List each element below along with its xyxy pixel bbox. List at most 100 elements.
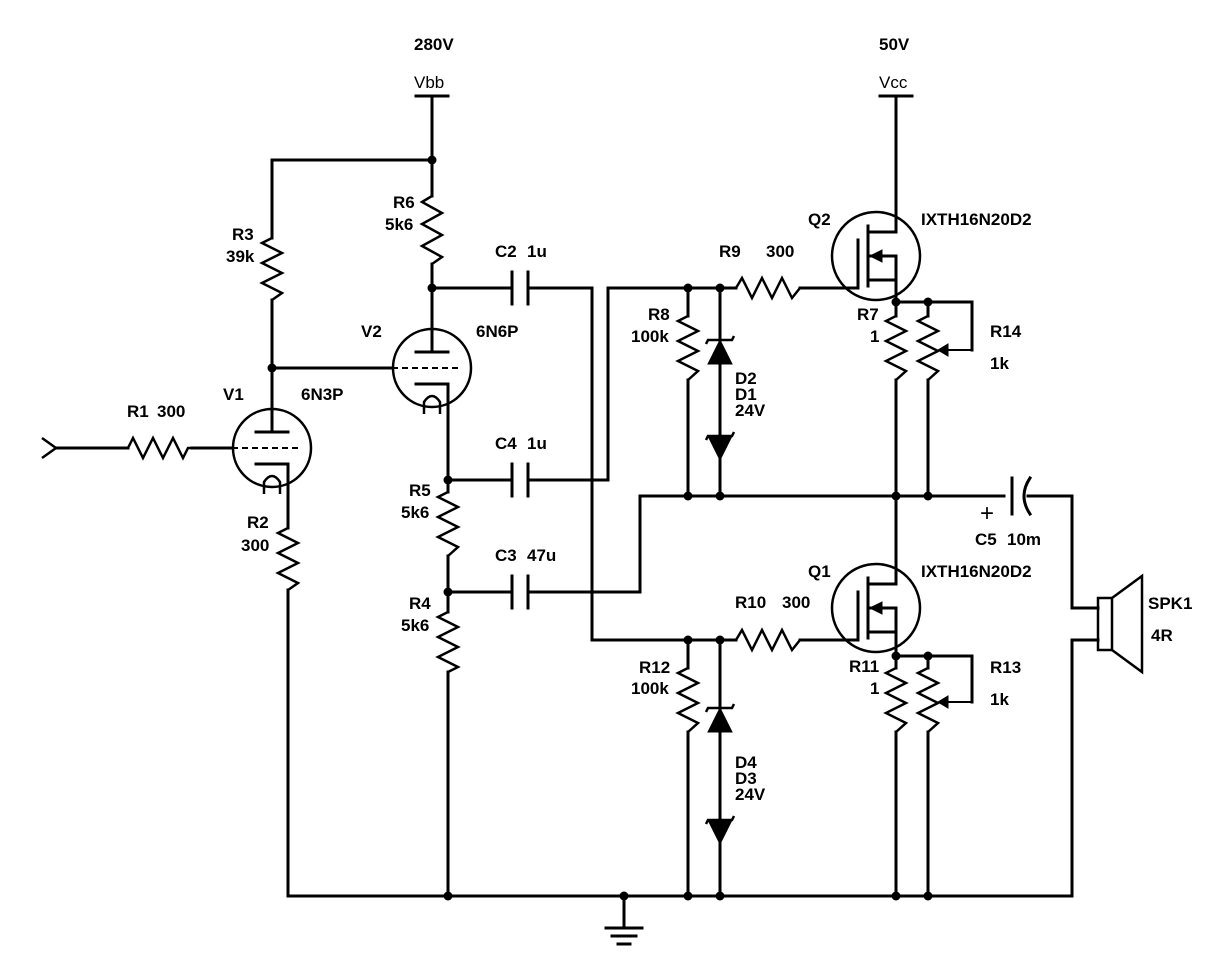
r14-wiper-arrow [937, 343, 949, 357]
resistor-r5 [435, 490, 461, 557]
junction-dot [619, 891, 629, 901]
v1-type-label: 6N3P [301, 385, 344, 404]
capacitor-c5-curved-plate [1022, 475, 1033, 517]
zener-d4 [707, 706, 733, 733]
junction-dot [923, 651, 933, 661]
c2-value-label: 1u [527, 242, 547, 261]
c4-value-label: 1u [527, 434, 547, 453]
resistor-r3 [259, 236, 285, 302]
r1-value-label: 300 [157, 402, 185, 421]
d2-ref-label: D2 [735, 369, 757, 388]
junction-dot [443, 475, 453, 485]
v2-ref-label: V2 [361, 322, 382, 341]
junction-dot [923, 891, 933, 901]
junction-dot [683, 283, 693, 293]
r2-ref-label: R2 [247, 513, 269, 532]
resistor-r10 [734, 627, 801, 653]
r7-ref-label: R7 [857, 305, 879, 324]
junction-dot [923, 491, 933, 501]
c2-ref-label: C2 [495, 242, 517, 261]
tube-v2 [391, 327, 473, 414]
junction-dot [715, 283, 725, 293]
r11-ref-label: R11 [849, 657, 879, 676]
zener-d3 [707, 819, 733, 846]
junction-dot [891, 891, 901, 901]
spk1-impedance-label: 4R [1151, 626, 1173, 645]
r8-value-label: 100k [631, 327, 669, 346]
junction-dot [715, 635, 725, 645]
mosfet-q2 [830, 210, 922, 302]
ground-symbol [604, 926, 644, 946]
v2-type-label: 6N6P [476, 322, 519, 341]
r9-ref-label: R9 [719, 242, 741, 261]
tube-v1 [231, 407, 313, 494]
resistors [126, 194, 972, 733]
r7-value-label: 1 [870, 327, 879, 346]
r10-value-label: 300 [782, 593, 810, 612]
r3-ref-label: R3 [232, 225, 254, 244]
zener-d1-bar [704, 431, 736, 441]
r14-ref-label: R14 [990, 322, 1022, 341]
mosfet-q1 [830, 562, 922, 654]
r13-wiper-arrow [937, 695, 949, 709]
r10-ref-label: R10 [735, 593, 766, 612]
q1-ref-label: Q1 [808, 562, 831, 581]
c3-value-label: 47u [527, 546, 556, 565]
junction-dot [443, 891, 453, 901]
zener-d1 [707, 435, 733, 462]
c5-polarity-mark: + [980, 500, 994, 527]
resistor-r7 [883, 314, 909, 381]
r13-value-label: 1k [990, 690, 1009, 709]
junctions [267, 155, 933, 901]
capacitors [510, 270, 1033, 610]
r14-value-label: 1k [990, 354, 1009, 373]
input-terminal-icon [41, 436, 59, 460]
r5-value-label: 5k6 [401, 503, 429, 522]
resistor-r6 [419, 194, 445, 266]
junction-dot [891, 651, 901, 661]
junction-dot [683, 491, 693, 501]
r11-value-label: 1 [870, 679, 879, 698]
c5-ref-label: C5 [975, 530, 997, 549]
r8-ref-label: R8 [648, 305, 670, 324]
junction-dot [683, 891, 693, 901]
labels: 280V Vbb 50V Vcc R1 300 V1 6N3P R3 39k R… [127, 35, 1192, 804]
q2-part-label: IXTH16N20D2 [921, 210, 1032, 229]
spk1-ref-label: SPK1 [1148, 594, 1192, 613]
d1-d2-voltage-label: 24V [735, 401, 766, 420]
wires [54, 94, 1100, 930]
junction-dot [683, 635, 693, 645]
v1-ref-label: V1 [223, 385, 244, 404]
r12-value-label: 100k [631, 679, 669, 698]
r9-value-label: 300 [766, 242, 794, 261]
junction-dot [891, 297, 901, 307]
vbb-voltage-label: 280V [414, 35, 454, 54]
r4-ref-label: R4 [409, 594, 431, 613]
resistor-r1 [126, 435, 192, 461]
resistor-r8 [675, 314, 701, 381]
r1-ref-label: R1 [127, 402, 149, 421]
zener-d3-bar [704, 815, 736, 825]
resistor-r2 [275, 526, 301, 592]
r3-value-label: 39k [226, 247, 255, 266]
r6-value-label: 5k6 [385, 215, 413, 234]
junction-dot [427, 283, 437, 293]
capacitor-c4 [510, 462, 530, 498]
speaker-spk1 [1096, 573, 1144, 675]
r2-value-label: 300 [241, 536, 269, 555]
r13-ref-label: R13 [990, 658, 1021, 677]
r4-value-label: 5k6 [401, 616, 429, 635]
junction-dot [443, 587, 453, 597]
zener-d4-bar [704, 703, 736, 713]
c3-ref-label: C3 [495, 546, 517, 565]
c5-value-label: 10m [1007, 530, 1041, 549]
junction-dot [715, 491, 725, 501]
resistor-r11 [883, 666, 909, 733]
resistor-r13 [915, 666, 941, 733]
junction-dot [923, 297, 933, 307]
resistor-r14 [915, 314, 941, 381]
capacitor-c3 [510, 574, 530, 610]
d3-ref-label: D3 [735, 769, 757, 788]
resistor-r4 [435, 610, 461, 674]
